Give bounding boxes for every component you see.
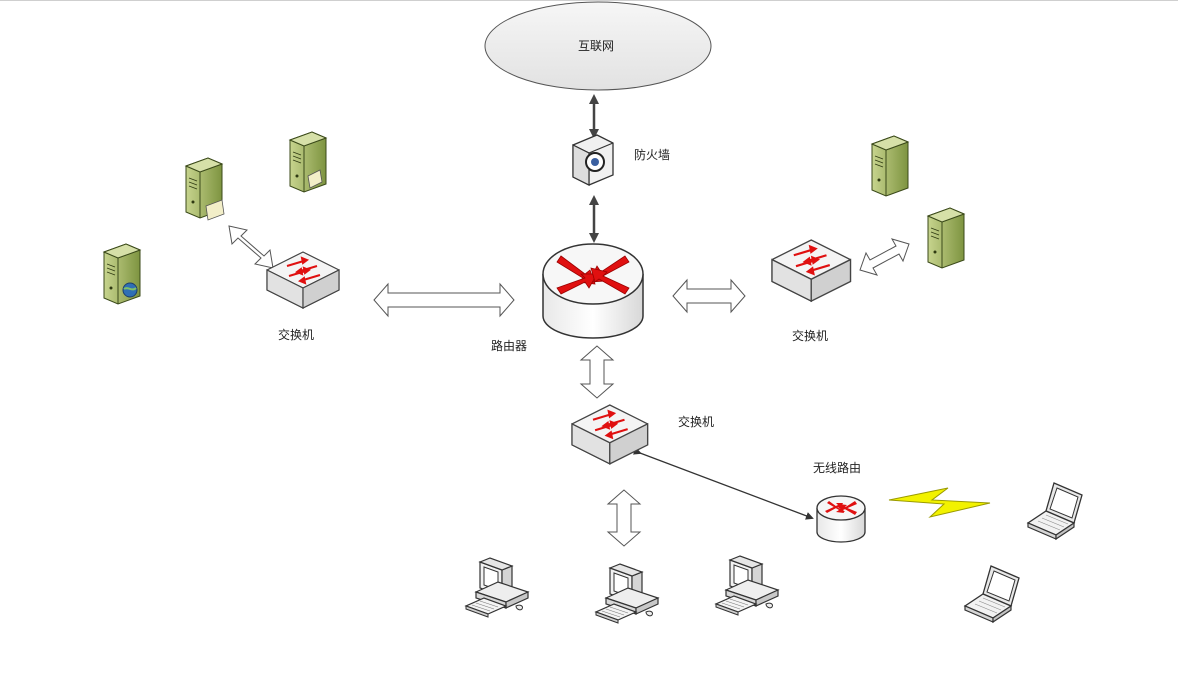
laptop-2-icon — [964, 565, 1020, 623]
top-border — [0, 0, 1178, 1]
edge-router-switch-bottom — [579, 345, 615, 399]
wireless-signal-icon — [888, 487, 991, 518]
edge-switch-right-server — [859, 238, 910, 276]
switch-bottom-icon — [570, 403, 649, 465]
switch-bottom-label: 交换机 — [678, 415, 715, 429]
switch-right-icon — [770, 238, 852, 303]
switch-right-label: 交换机 — [792, 329, 829, 343]
internet-cloud-icon — [484, 1, 712, 91]
switch-left-icon — [266, 251, 340, 309]
router-label: 路由器 — [491, 339, 528, 353]
edge-router-switch-right — [672, 278, 746, 314]
firewall-label: 防火墙 — [634, 148, 671, 162]
laptop-1-icon — [1027, 482, 1083, 540]
edge-switch-pc — [606, 489, 642, 547]
wireless-router-icon — [816, 495, 866, 543]
server-right-1-icon — [871, 135, 909, 197]
server-left-2-doc-icon — [205, 199, 225, 221]
firewall-icon — [572, 134, 614, 186]
wireless-router-label: 无线路由 — [813, 461, 862, 475]
switch-left-label: 交换机 — [278, 328, 315, 342]
router-icon — [542, 243, 644, 339]
pc-3-icon — [715, 555, 779, 616]
edge-switch-wireless — [632, 447, 814, 520]
globe-icon — [122, 282, 138, 298]
internet-label: 互联网 — [578, 39, 615, 53]
server-right-2-icon — [927, 207, 965, 269]
server-left-1-doc-icon — [307, 169, 323, 189]
edge-router-switch-left — [373, 282, 515, 318]
edge-switch-left-server — [228, 225, 274, 269]
pc-2-icon — [595, 563, 659, 624]
pc-1-icon — [465, 557, 529, 618]
